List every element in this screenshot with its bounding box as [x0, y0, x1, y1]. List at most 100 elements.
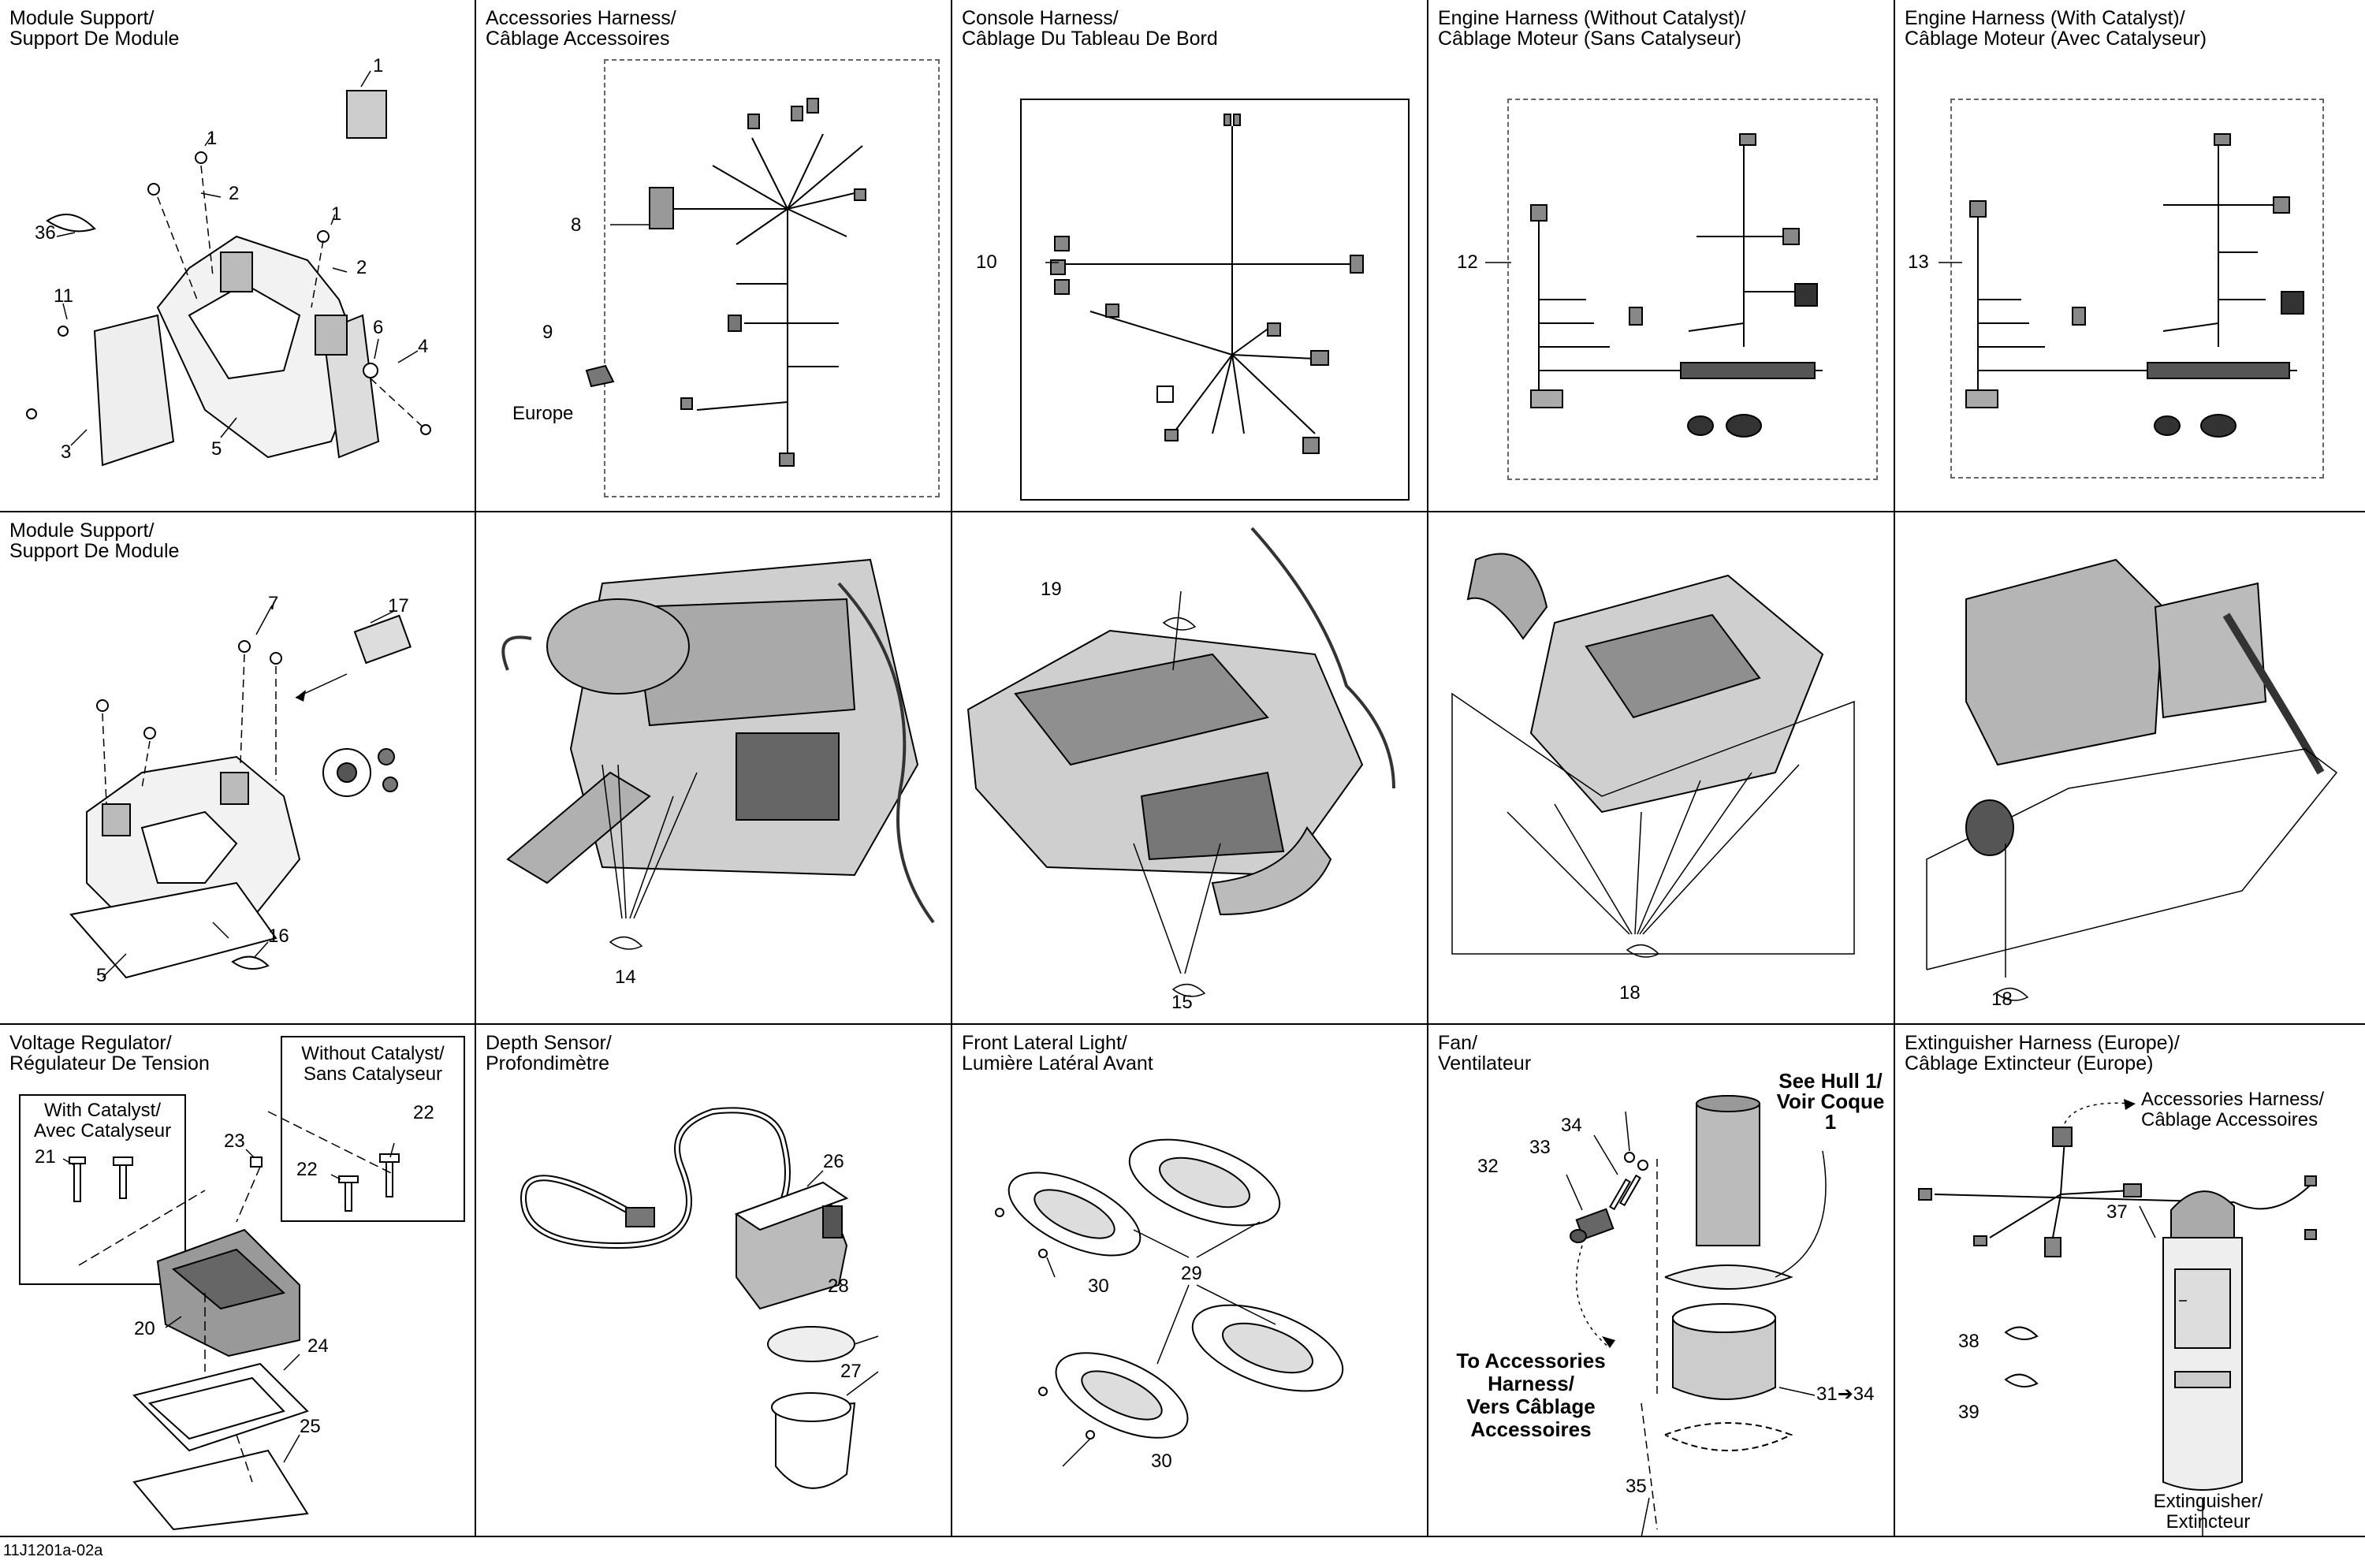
accessories-harness-label: Accessories Harness/ Câblage Accessoires	[2141, 1089, 2325, 1130]
callout-27: 27	[840, 1361, 862, 1382]
extinguisher-label: Extinguisher/ Extincteur	[2153, 1491, 2263, 1533]
panel-engine-view-4: 18	[1895, 512, 2365, 1025]
to-accessories-label: To Accessories Harness/ Vers Câblage Acc…	[1456, 1349, 1606, 1441]
see-hull-label: See Hull 1/ Voir Coque 1	[1776, 1069, 1885, 1134]
engine-view-3-drawing	[1451, 553, 1855, 958]
engine-view-1-drawing	[501, 558, 935, 950]
callout-29: 29	[1181, 1263, 1202, 1284]
callout-39: 39	[1958, 1402, 1980, 1423]
panel-front-lateral-light: Front Lateral Light/ Lumière Latéral Ava…	[952, 1025, 1428, 1537]
with-catalyst-box	[19, 1094, 186, 1285]
console-harness-drawing	[1045, 114, 1364, 454]
panel-title: Accessories Harness/ Câblage Accessoires	[486, 7, 676, 50]
callout-20: 20	[134, 1318, 155, 1339]
callout-25: 25	[300, 1416, 321, 1437]
panel-accessories-harness: Accessories Harness/ Câblage Accessoires	[476, 0, 952, 512]
fan-drawing	[1566, 1095, 1827, 1536]
callout-34: 34	[1561, 1115, 1582, 1136]
panel-module-support-top: Module Support/ Support De Module	[0, 0, 476, 512]
callout-22: 22	[413, 1102, 434, 1123]
callout-35: 35	[1626, 1476, 1647, 1497]
panel-title: Voltage Regulator/ Régulateur De Tension	[9, 1032, 210, 1075]
module-support-2-drawing	[69, 605, 412, 979]
callout-5: 5	[211, 438, 222, 460]
harness-frame	[1950, 99, 2324, 479]
depth-sensor-drawing	[520, 1107, 879, 1489]
panel-console-harness: Console Harness/ Câblage Du Tableau De B…	[952, 0, 1428, 512]
panel-title: Engine Harness (With Catalyst)/ Câblage …	[1905, 7, 2207, 50]
voltage-regulator-drawing	[62, 1111, 400, 1531]
callout-24: 24	[307, 1335, 329, 1357]
callout-33: 33	[1529, 1137, 1551, 1158]
engine-harness-cat-drawing	[1939, 133, 2304, 438]
with-catalyst-label: With Catalyst/ Avec Catalyseur	[33, 1100, 172, 1142]
callout-18: 18	[1619, 982, 1641, 1004]
callout-2: 2	[229, 183, 240, 204]
europe-label: Europe	[512, 403, 574, 424]
figure-id: 11J1201a-02a	[3, 1542, 103, 1559]
callout-22: 22	[296, 1159, 318, 1180]
panel-engine-harness-catalyst: Engine Harness (With Catalyst)/ Câblage …	[1895, 0, 2365, 512]
callout-2: 2	[356, 257, 367, 278]
harness-frame	[1020, 99, 1410, 501]
panel-title: Fan/ Ventilateur	[1438, 1032, 1532, 1075]
callout-1: 1	[207, 128, 218, 149]
panel-engine-harness-no-catalyst: Engine Harness (Without Catalyst)/ Câbla…	[1428, 0, 1895, 512]
callout-28: 28	[828, 1276, 849, 1297]
callout-14: 14	[615, 966, 636, 988]
callout-21: 21	[35, 1146, 56, 1168]
panel-title: Engine Harness (Without Catalyst)/ Câbla…	[1438, 7, 1746, 50]
callout-range-31-34: 31➔34	[1816, 1384, 1875, 1405]
panel-title: Module Support/ Support De Module	[9, 520, 180, 562]
callout-10: 10	[976, 251, 997, 273]
accessories-harness-drawing	[585, 98, 866, 467]
without-catalyst-label: Without Catalyst/ Sans Catalyseur	[301, 1043, 445, 1085]
panel-title: Depth Sensor/ Profondimètre	[486, 1032, 612, 1075]
without-catalyst-box	[281, 1036, 465, 1222]
callout-4: 4	[418, 336, 429, 357]
callout-37: 37	[2106, 1201, 2128, 1223]
module-support-drawing	[26, 70, 431, 467]
callout-19: 19	[1041, 579, 1062, 600]
engine-view-4-drawing	[1926, 558, 2338, 1001]
panel-title: Console Harness/ Câblage Du Tableau De B…	[962, 7, 1218, 50]
callout-1: 1	[331, 203, 342, 225]
callout-30: 30	[1151, 1451, 1172, 1472]
front-light-drawing	[995, 1138, 1344, 1467]
extinguisher-drawing	[1918, 1099, 2317, 1536]
callout-7: 7	[268, 593, 279, 614]
callout-18: 18	[1991, 989, 2013, 1010]
callout-17: 17	[388, 595, 409, 616]
callout-32: 32	[1477, 1156, 1499, 1177]
callout-3: 3	[61, 441, 72, 463]
callout-5: 5	[96, 965, 107, 986]
callout-9: 9	[542, 322, 553, 343]
callout-38: 38	[1958, 1331, 1980, 1352]
callout-16: 16	[268, 926, 289, 947]
harness-frame	[604, 59, 940, 497]
panel-title: Extinguisher Harness (Europe)/ Câblage E…	[1905, 1032, 2180, 1075]
panel-module-support-bottom: Module Support/ Support De Module	[0, 512, 476, 1025]
callout-15: 15	[1171, 992, 1193, 1013]
panel-voltage-regulator: Voltage Regulator/ Régulateur De Tension…	[0, 1025, 476, 1537]
callout-1: 1	[373, 55, 384, 76]
panel-fan: Fan/ Ventilateur	[1428, 1025, 1895, 1537]
callout-23: 23	[224, 1130, 245, 1152]
callout-30: 30	[1088, 1276, 1109, 1297]
engine-harness-no-cat-drawing	[1485, 133, 1823, 438]
callout-12: 12	[1457, 251, 1478, 273]
callout-11: 11	[54, 285, 73, 307]
callout-6: 6	[373, 317, 384, 338]
panel-engine-view-1: 14	[476, 512, 952, 1025]
panel-title: Module Support/ Support De Module	[9, 7, 180, 50]
panel-title: Front Lateral Light/ Lumière Latéral Ava…	[962, 1032, 1153, 1075]
panel-extinguisher-harness: Extinguisher Harness (Europe)/ Câblage E…	[1895, 1025, 2365, 1537]
panel-engine-view-2: 19 15	[952, 512, 1428, 1025]
callout-13: 13	[1908, 251, 1929, 273]
engine-view-2-drawing	[966, 527, 1395, 997]
callout-8: 8	[571, 214, 582, 236]
callout-26: 26	[823, 1151, 844, 1172]
panel-depth-sensor: Depth Sensor/ Profondimètre 26 28 27	[476, 1025, 952, 1537]
callout-36: 36	[35, 222, 56, 244]
